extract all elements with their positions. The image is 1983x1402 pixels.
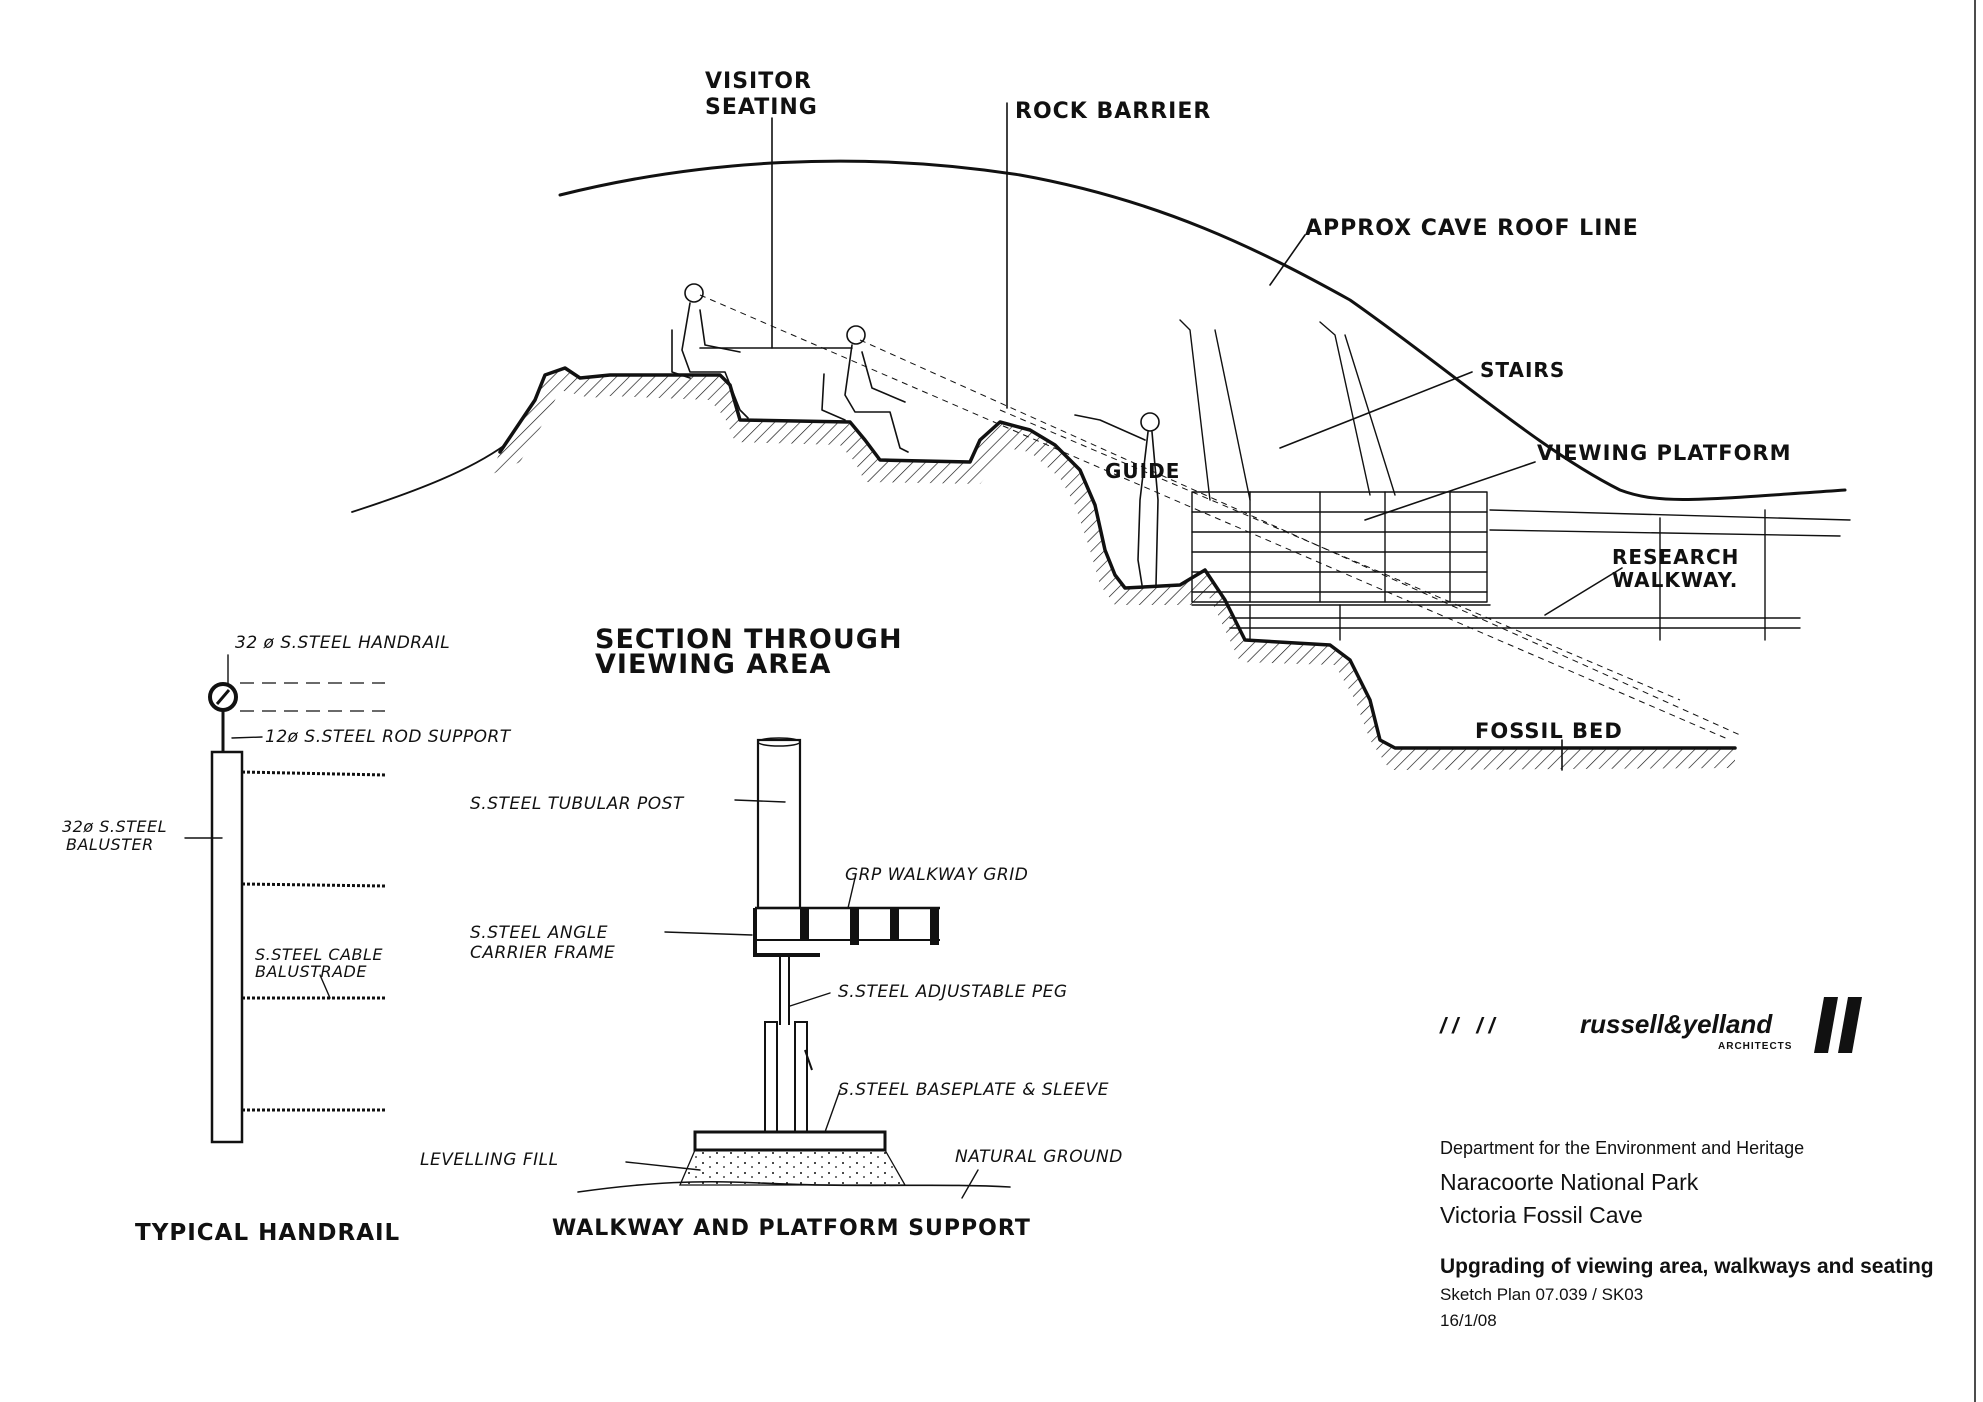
baluster-post <box>210 750 244 1144</box>
angle-carrier-frame <box>753 908 820 957</box>
label-angle-1: S.STEEL ANGLE <box>470 923 608 943</box>
label-handrail: 32 ø S.STEEL HANDRAIL <box>235 633 450 653</box>
label-levelling-fill: LEVELLING FILL <box>420 1150 559 1170</box>
cave-roof-line <box>558 159 1847 501</box>
sketch-plan-number: Sketch Plan 07.039 / SK03 <box>1440 1285 1644 1304</box>
label-baseplate: S.STEEL BASEPLATE & SLEEVE <box>838 1080 1109 1100</box>
left-ground-line <box>351 444 506 513</box>
cave-name: Victoria Fossil Cave <box>1440 1202 1643 1228</box>
label-cable-1: S.STEEL CABLE <box>255 945 383 964</box>
title-block: Department for the Environment and Herit… <box>1440 1138 1960 1331</box>
label-research-walkway-1: RESEARCH <box>1612 545 1739 569</box>
natural-ground-line <box>577 1180 1011 1193</box>
research-walkway <box>1229 509 1851 641</box>
label-rock-barrier: ROCK BARRIER <box>1015 99 1211 124</box>
label-angle-2: CARRIER FRAME <box>470 943 615 963</box>
seated-visitor-lower <box>821 325 909 453</box>
logo-bars-icon <box>1814 997 1862 1053</box>
label-visitor-seating-2: SEATING <box>705 95 818 120</box>
department-name: Department for the Environment and Herit… <box>1440 1138 1805 1158</box>
label-research-walkway-2: WALKWAY. <box>1612 568 1738 592</box>
label-stairs: STAIRS <box>1480 358 1565 382</box>
handrail-detail: 32 ø S.STEEL HANDRAIL 12ø S.STEEL ROD SU… <box>62 633 512 1246</box>
project-title: Upgrading of viewing area, walkways and … <box>1440 1255 1934 1278</box>
label-walkway-grid: GRP WALKWAY GRID <box>845 865 1028 885</box>
park-name: Naracoorte National Park <box>1440 1169 1699 1195</box>
label-rod-support: 12ø S.STEEL ROD SUPPORT <box>265 727 512 747</box>
walkway-grid <box>755 906 940 945</box>
label-guide: GUIDE <box>1105 459 1180 483</box>
section-leaders <box>699 102 1623 771</box>
cave-section-drawing: VISITOR SEATING ROCK BARRIER APPROX CAVE… <box>351 69 1851 771</box>
seated-visitor-upper <box>671 283 749 419</box>
label-baluster-1: 32ø S.STEEL <box>62 817 167 836</box>
logo-name: russell&yelland <box>1580 1009 1773 1039</box>
handrail-title: TYPICAL HANDRAIL <box>135 1220 400 1246</box>
viewing-platform <box>1191 491 1491 641</box>
label-tubular-post: S.STEEL TUBULAR POST <box>470 794 685 814</box>
section-title-line-1: SECTION THROUGH <box>595 624 903 655</box>
sleeve <box>764 1021 813 1133</box>
rock-profile-line <box>498 366 1737 750</box>
cable-balustrade <box>241 770 386 1112</box>
label-baluster-2: BALUSTER <box>66 835 154 854</box>
logo-subtitle: ARCHITECTS <box>1718 1041 1793 1052</box>
support-detail: S.STEEL TUBULAR POST GRP WALKWAY GRID S.… <box>420 737 1123 1241</box>
label-cable-2: BALUSTRADE <box>255 962 367 981</box>
label-fossil-bed: FOSSIL BED <box>1475 719 1623 743</box>
architect-logo: // // russell&yelland ARCHITECTS <box>1440 995 1862 1065</box>
tubular-post <box>756 738 802 910</box>
support-title: WALKWAY AND PLATFORM SUPPORT <box>552 1216 1031 1241</box>
label-adjustable-peg: S.STEEL ADJUSTABLE PEG <box>838 982 1068 1002</box>
label-viewing-platform: VIEWING PLATFORM <box>1537 441 1792 465</box>
guide-figure <box>1074 412 1160 586</box>
label-cave-roof-line: APPROX CAVE ROOF LINE <box>1305 216 1639 241</box>
logo-marks: // // <box>1440 1013 1501 1038</box>
label-visitor-seating-1: VISITOR <box>705 69 812 94</box>
drawing-date: 16/1/08 <box>1440 1311 1497 1330</box>
section-title-line-2: VIEWING AREA <box>595 649 831 680</box>
baseplate <box>693 1130 887 1152</box>
levelling-fill <box>679 1149 907 1186</box>
sight-lines <box>699 294 1741 741</box>
label-natural-ground: NATURAL GROUND <box>955 1147 1123 1167</box>
stairs <box>1179 319 1396 501</box>
